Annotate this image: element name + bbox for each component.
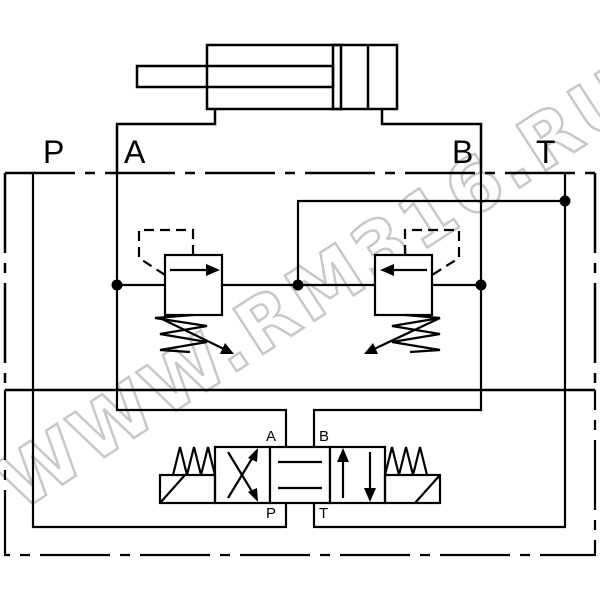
subplate-outline: [3, 390, 597, 557]
solenoid-left-winding: [159, 474, 186, 504]
cylinder-port-a-line: [115, 109, 217, 173]
spring-left: [171, 446, 217, 476]
junction-b: [475, 279, 487, 291]
spring-right: [383, 446, 429, 476]
solenoid-right: [383, 473, 442, 505]
channel-tank-return: [296, 199, 565, 285]
cylinder-barrel: [205, 43, 399, 111]
relief-left-arrowhead: [206, 264, 220, 276]
relief-left-adjust-arrowhead: [220, 343, 234, 354]
valve-port-label-a: A: [266, 428, 276, 445]
port-label-t: T: [536, 134, 556, 170]
valve-up-arrowhead: [337, 448, 349, 462]
relief-valve-left-spring: [154, 313, 208, 354]
port-labels: P A B T A B P T: [43, 134, 556, 522]
cylinder-port-b-line: [380, 109, 483, 173]
port-label-a: A: [124, 134, 146, 170]
line-b-to-valve: [312, 390, 483, 447]
valve-cross-arrowhead-1: [248, 488, 258, 502]
relief-right-arrowhead: [380, 264, 394, 276]
junction-center: [292, 279, 304, 291]
relief-valve-left-body: [163, 253, 224, 317]
relief-valve-right-body: [373, 253, 434, 317]
valve-envelope-center: [268, 445, 332, 505]
line-t-to-valve: [312, 390, 567, 529]
port-label-p: P: [43, 134, 64, 170]
valve-cross-flow-2: [227, 451, 257, 499]
valve-down-arrowhead: [364, 488, 376, 502]
relief-valve-right: [371, 228, 461, 354]
relief-valve-left-adjust-arrow: [159, 317, 227, 351]
solenoid-left: [158, 473, 217, 505]
valve-port-label-t: T: [319, 505, 328, 522]
relief-valve-left-pilot-line: [137, 228, 195, 276]
junction-a: [111, 279, 123, 291]
relief-valve-left: [137, 228, 227, 354]
line-p-to-valve: [31, 390, 288, 529]
subplate-lines: [3, 390, 597, 557]
junction-t: [559, 195, 571, 207]
port-label-b: B: [452, 134, 473, 170]
valve-envelope-right: [328, 445, 387, 505]
valve-port-label-p: P: [266, 505, 276, 522]
manifold-block: [3, 171, 597, 392]
valve-cross-arrowhead-2: [248, 448, 258, 462]
relief-valve-right-pilot-line: [403, 228, 461, 276]
solenoid-right-winding: [414, 474, 441, 504]
hydraulic-cylinder: [115, 43, 483, 173]
directional-valve: [158, 445, 442, 505]
relief-right-adjust-arrowhead: [364, 343, 378, 354]
line-a-to-valve: [115, 390, 288, 447]
relief-valve-right-adjust-arrow: [371, 317, 441, 351]
cylinder-rod: [135, 64, 335, 89]
valve-port-label-b: B: [319, 428, 329, 445]
